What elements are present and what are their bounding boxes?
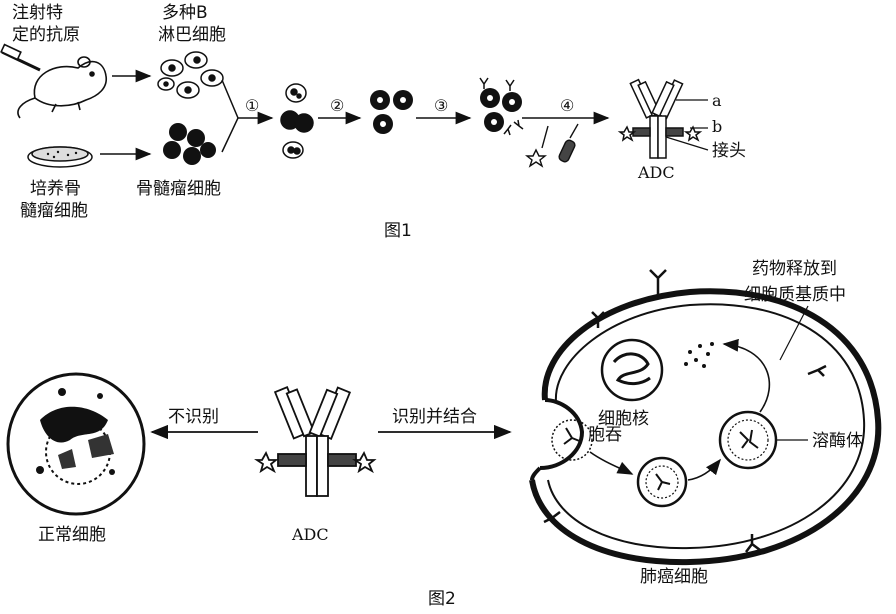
hybridoma-cells-icon (370, 90, 413, 134)
pointer-drug-release (779, 305, 809, 361)
normal-cell-icon (6, 372, 146, 516)
released-drug-dots-icon (684, 342, 714, 368)
linker-label: 接头 (712, 141, 746, 161)
part-b-label: b (712, 117, 722, 136)
recognize-bind-label: 识别并结合 (392, 407, 477, 427)
step-1-label: ① (245, 96, 259, 115)
endocytosis-label: 胞吞 (588, 425, 622, 445)
antibody-secreting-cells-icon (479, 77, 524, 136)
step-2-label: ② (330, 96, 344, 115)
adc-label-fig2: ADC (291, 525, 329, 544)
nucleus-label: 细胞核 (598, 409, 649, 429)
endocytic-vesicle-icon (636, 456, 688, 508)
fusion-cells-icon (280, 83, 314, 159)
normal-cell-label: 正常细胞 (38, 525, 106, 545)
arrow-lysosome-to-release (722, 338, 771, 413)
pointer-linker (665, 136, 709, 151)
lung-cancer-cell-icon (529, 288, 882, 566)
lysosome-label: 溶酶体 (812, 431, 863, 451)
mouse-label-line1: 注射特 (12, 3, 63, 23)
adc-in-pit-icon (563, 427, 583, 445)
b-lymphocytes-icon (157, 51, 224, 99)
myeloma-cells-icon (163, 123, 216, 165)
figure-2: 正常细胞 不识别 ADC 识别并结合 (6, 259, 882, 609)
linker-capsule-icon (558, 123, 579, 163)
nucleus-icon (600, 338, 664, 402)
myeloma-label: 骨髓瘤细胞 (136, 179, 221, 199)
figure-1: 注射特 定的抗原 培养骨 髓瘤细胞 多种B (0, 3, 746, 241)
dish-label-line2: 髓瘤细胞 (20, 201, 88, 221)
b-cells-label-line2: 淋巴细胞 (158, 25, 226, 45)
petri-dish-icon (27, 146, 93, 168)
adc-label-fig1: ADC (637, 163, 675, 182)
part-a-label: a (712, 91, 722, 110)
adc-antibody-fig1-icon (617, 78, 703, 159)
step-4-label: ④ (560, 96, 574, 115)
merge-lines (221, 79, 239, 153)
arrow-pit-to-vesicle (589, 451, 634, 475)
drug-release-label-line1: 药物释放到 (752, 259, 837, 279)
drug-release-label-line2: 细胞质基质中 (744, 285, 846, 305)
not-recognized-label: 不识别 (168, 407, 219, 427)
mouse-label-line2: 定的抗原 (12, 25, 80, 45)
mouse-icon (0, 43, 108, 119)
lysosome-icon (718, 410, 778, 470)
adc-antibody-fig2-icon (254, 386, 377, 497)
dish-label-line1: 培养骨 (30, 179, 81, 199)
figure-2-caption: 图2 (428, 589, 456, 609)
figure-1-caption: 图1 (384, 221, 412, 241)
b-cells-label-line1: 多种B (162, 3, 208, 23)
drug-star-icon (525, 125, 549, 168)
arrow-vesicle-to-lysosome (687, 458, 721, 481)
step-3-label: ③ (434, 96, 448, 115)
surface-antigens-icon (543, 269, 827, 553)
lung-cancer-cell-label: 肺癌细胞 (640, 567, 708, 587)
